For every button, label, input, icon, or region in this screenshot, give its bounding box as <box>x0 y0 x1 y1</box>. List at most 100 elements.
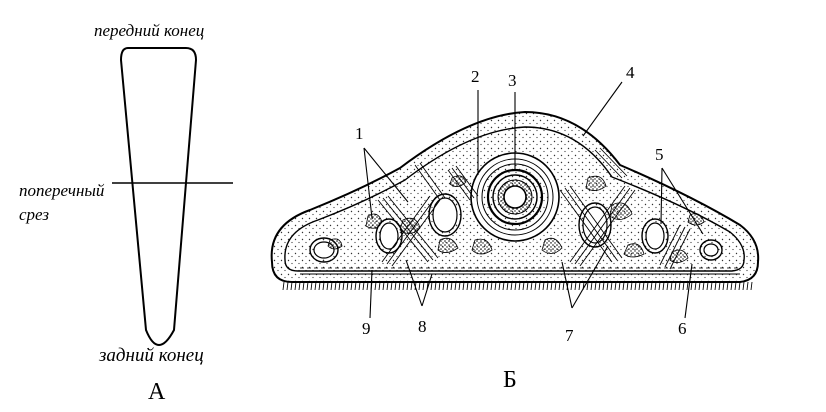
cilium <box>506 281 509 291</box>
cilium <box>746 281 749 291</box>
cilium <box>638 281 641 291</box>
cilium <box>714 281 717 291</box>
cilium <box>542 281 545 291</box>
cilium <box>678 281 681 291</box>
callout-8: 8 <box>418 317 427 336</box>
cilium <box>586 281 589 291</box>
cilium <box>574 281 577 291</box>
cilium <box>494 281 497 291</box>
cross-section-label-line1: поперечный <box>19 181 105 200</box>
cilium <box>550 281 553 291</box>
cilium <box>398 281 401 291</box>
cilium <box>474 281 477 291</box>
cilium <box>334 281 337 291</box>
cilium <box>490 281 493 291</box>
cilium <box>330 281 333 291</box>
oval-organ <box>375 218 403 254</box>
cilium <box>530 281 533 291</box>
cilium <box>622 281 625 291</box>
cilium <box>294 281 297 291</box>
cilium <box>602 281 605 291</box>
cilium <box>366 281 369 291</box>
cilium <box>298 281 301 291</box>
parenchyma-blotches <box>327 175 705 263</box>
cilium <box>406 281 409 291</box>
cilium <box>446 281 449 291</box>
cilium <box>498 281 501 291</box>
cilia <box>282 281 753 291</box>
muscle-fibres <box>377 147 691 270</box>
cilium <box>690 281 693 291</box>
cilium <box>394 281 397 291</box>
cilium <box>646 281 649 291</box>
cilium <box>314 281 317 291</box>
cilium <box>734 281 737 291</box>
cilium <box>666 281 669 291</box>
cilium <box>326 281 329 291</box>
cilium <box>522 281 525 291</box>
cilium <box>742 281 745 291</box>
cilium <box>386 281 389 291</box>
cilium <box>626 281 629 291</box>
cilium <box>614 281 617 291</box>
callout-1: 1 <box>355 124 364 143</box>
cilium <box>390 281 393 291</box>
cilium <box>730 281 733 291</box>
cilium <box>726 281 729 291</box>
cilium <box>682 281 685 291</box>
cilium <box>486 281 489 291</box>
cilium <box>346 281 349 291</box>
cilium <box>342 281 345 291</box>
oval-organ <box>699 239 723 261</box>
oval-organs <box>309 193 723 263</box>
cilium <box>562 281 565 291</box>
cilium <box>662 281 665 291</box>
cilium <box>454 281 457 291</box>
cilium <box>658 281 661 291</box>
cilium <box>438 281 441 291</box>
cilium <box>538 281 541 291</box>
cilium <box>402 281 405 291</box>
cilium <box>738 281 741 291</box>
cilium <box>382 281 385 291</box>
cilium <box>518 281 521 291</box>
cilium <box>610 281 613 291</box>
cilium <box>554 281 557 291</box>
cilium <box>286 281 289 291</box>
cilium <box>350 281 353 291</box>
callout-9: 9 <box>362 319 371 338</box>
cilium <box>642 281 645 291</box>
cilium <box>466 281 469 291</box>
cilium <box>478 281 481 291</box>
cilium <box>570 281 573 291</box>
cilium <box>718 281 721 291</box>
cilium <box>422 281 425 291</box>
callout-5: 5 <box>655 145 664 164</box>
cilium <box>630 281 633 291</box>
cilium <box>710 281 713 291</box>
cilium <box>410 281 413 291</box>
cilium <box>470 281 473 291</box>
cilium <box>634 281 637 291</box>
cilium <box>502 281 505 291</box>
cilium <box>290 281 293 291</box>
cilium <box>310 281 313 291</box>
cilium <box>302 281 305 291</box>
cilium <box>482 281 485 291</box>
cilium <box>750 281 753 291</box>
worm-outline <box>119 47 198 346</box>
cilium <box>674 281 677 291</box>
cilium <box>362 281 365 291</box>
cilium <box>702 281 705 291</box>
callout-7: 7 <box>565 326 574 345</box>
cilium <box>670 281 673 291</box>
cilium <box>510 281 513 291</box>
cilium <box>654 281 657 291</box>
panel-a-letter: А <box>148 379 166 405</box>
anterior-end-label: передний конец <box>94 21 205 40</box>
cilium <box>458 281 461 291</box>
cilium <box>706 281 709 291</box>
cilium <box>462 281 465 291</box>
cilium <box>378 281 381 291</box>
cilium <box>594 281 597 291</box>
